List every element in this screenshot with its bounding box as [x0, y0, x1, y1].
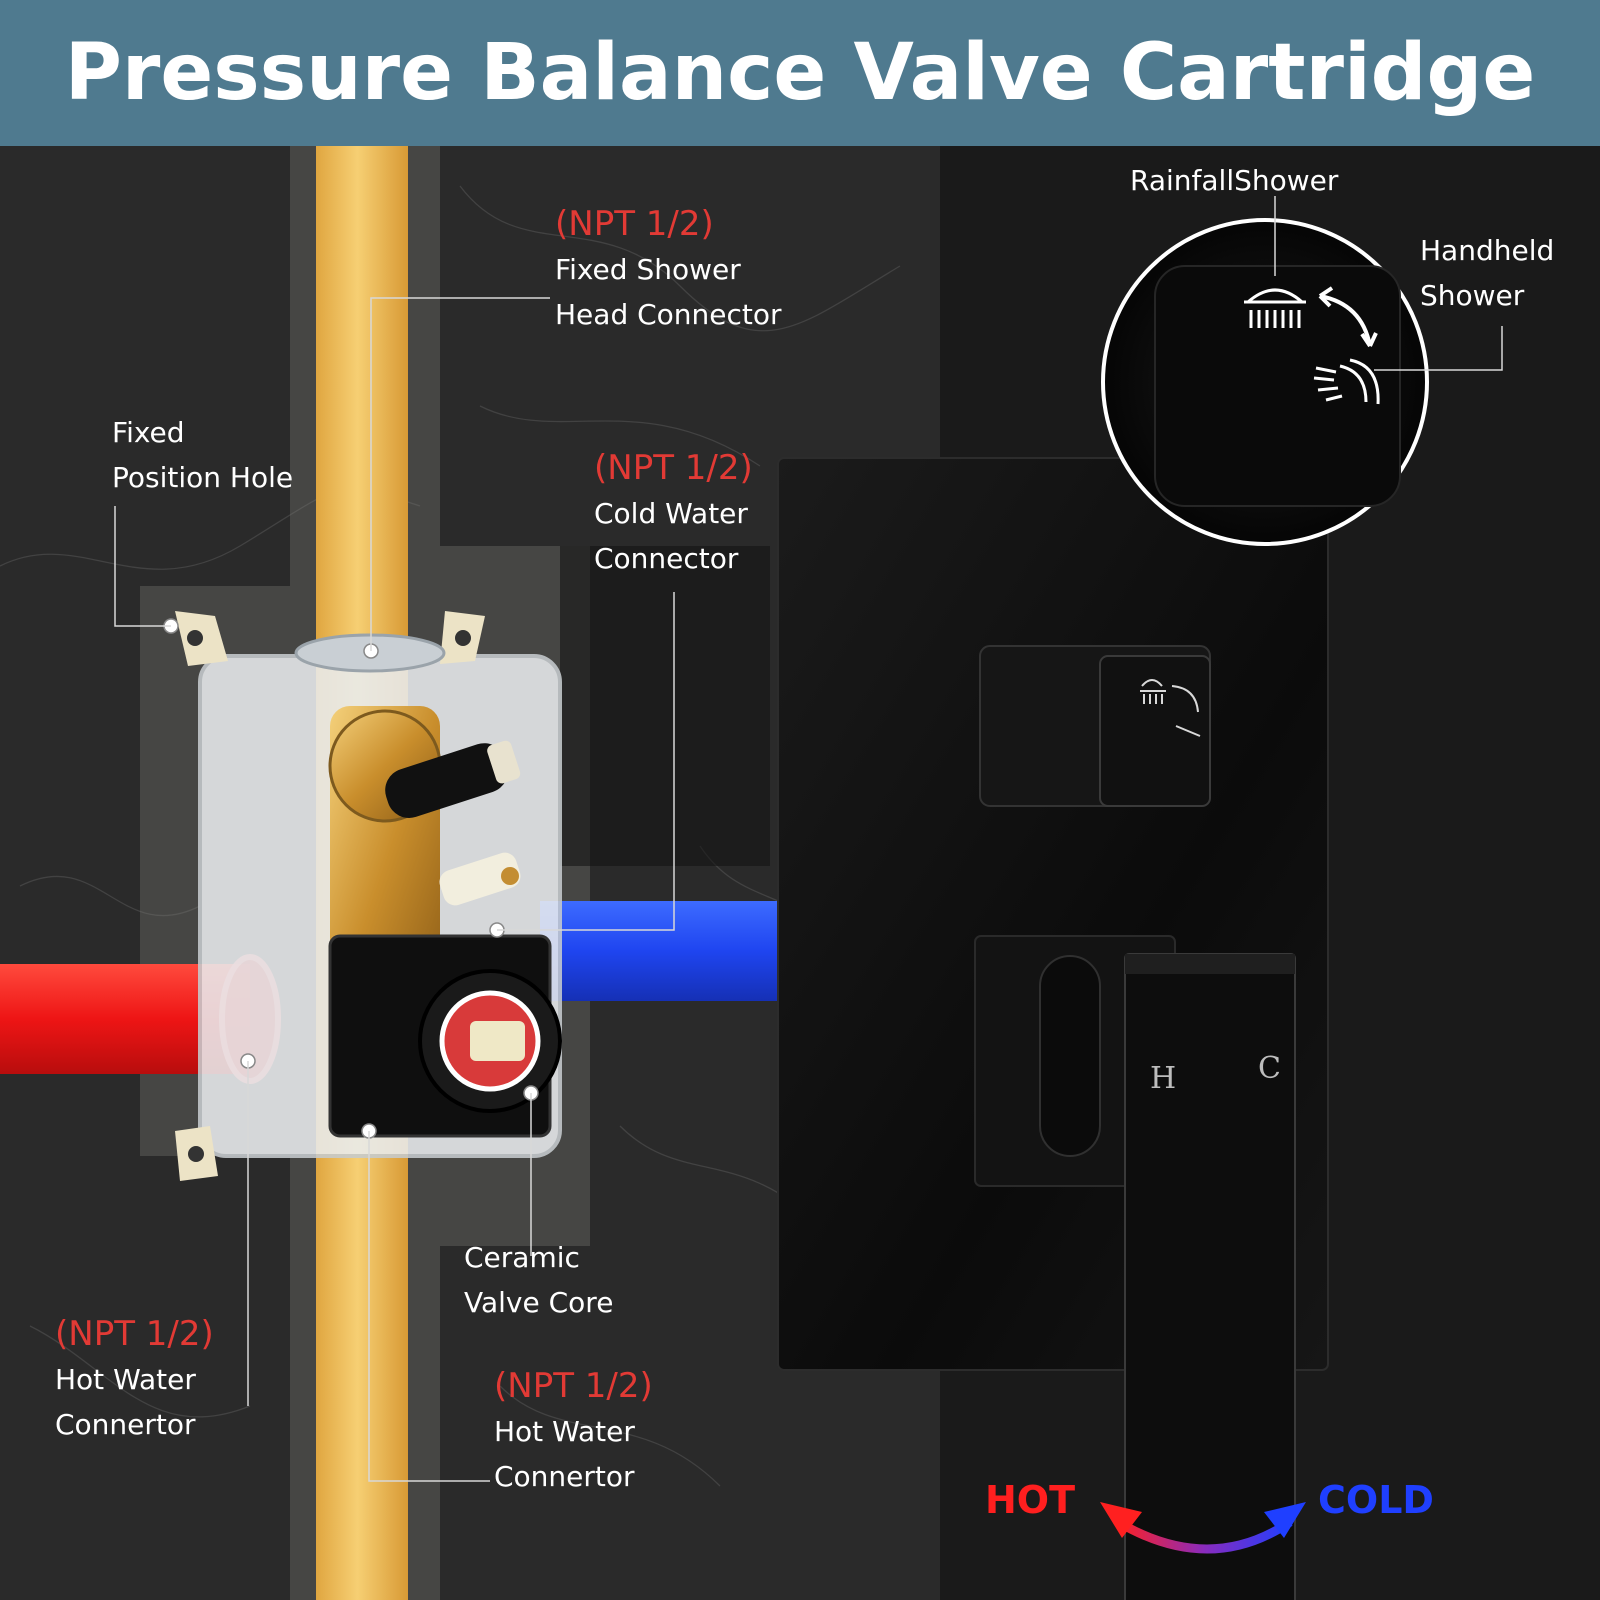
handle-hot-mark: H — [1150, 1061, 1177, 1096]
title-banner: Pressure Balance Valve Cartridge — [0, 0, 1600, 146]
page-title: Pressure Balance Valve Cartridge — [64, 28, 1536, 118]
handheld-shower-label: Handheld Shower — [1420, 234, 1555, 312]
diverter-arrow-icon — [1318, 286, 1378, 348]
cold-water-pipe — [540, 901, 780, 1001]
temperature-arrow-icon — [1100, 1502, 1306, 1554]
fixed-position-hole-label: Fixed Position Hole — [112, 416, 294, 494]
cold-water-connector-label: (NPT 1/2) Cold Water Connector — [594, 448, 753, 575]
rainfall-shower-label: RainfallShower — [1130, 164, 1339, 197]
rainfall-shower-icon — [1244, 288, 1306, 328]
product-illustration — [0, 146, 1600, 1600]
product-scene: Fixed Position Hole (NPT 1/2) Fixed Show… — [0, 146, 1600, 1600]
hot-water-connector-left-label: (NPT 1/2) Hot Water Connertor — [55, 1314, 214, 1441]
ceramic-valve-core-label: Ceramic Valve Core — [464, 1241, 614, 1319]
shower-head-connector-label: (NPT 1/2) Fixed Shower Head Connector — [555, 204, 782, 331]
handle-cold-mark: C — [1258, 1051, 1281, 1086]
cold-label: COLD — [1318, 1478, 1434, 1522]
handheld-shower-icon — [1313, 358, 1380, 405]
hot-label: HOT — [985, 1478, 1076, 1522]
hot-water-connector-bottom-label: (NPT 1/2) Hot Water Connertor — [494, 1366, 653, 1493]
rough-in-valve-box — [175, 611, 562, 1181]
